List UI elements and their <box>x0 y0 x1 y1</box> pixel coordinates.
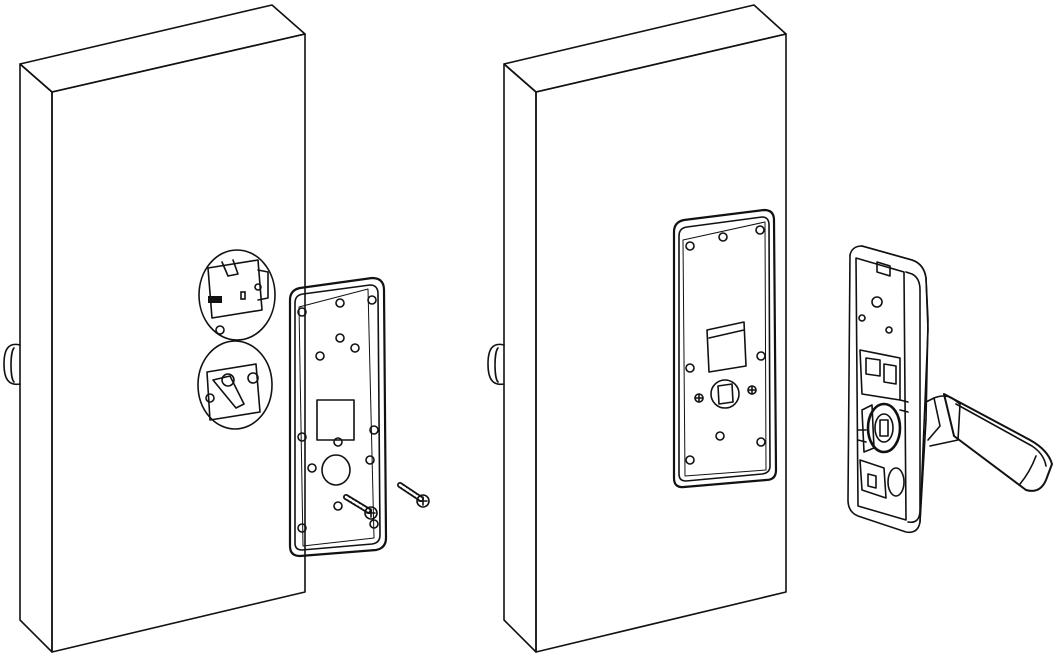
mounting-plate-mounted <box>672 208 778 489</box>
left-panel <box>3 4 430 653</box>
screw-icon-2 <box>397 482 430 508</box>
plate-holes <box>297 295 379 533</box>
thumb-turn-icon-left <box>3 343 21 386</box>
mounting-plate-left <box>288 276 388 558</box>
thumb-turn-icon-right <box>487 343 505 386</box>
lock-mechanism <box>857 349 909 499</box>
spindle-cutout <box>197 340 273 430</box>
latch-cutout <box>198 249 276 341</box>
right-panel <box>487 4 1053 653</box>
mounted-plate-holes <box>685 225 766 465</box>
door-right <box>503 4 787 653</box>
lever-handle-icon <box>925 393 1053 492</box>
lock-body <box>847 245 929 534</box>
screw-icon-1 <box>343 494 378 520</box>
door-left <box>19 4 306 653</box>
